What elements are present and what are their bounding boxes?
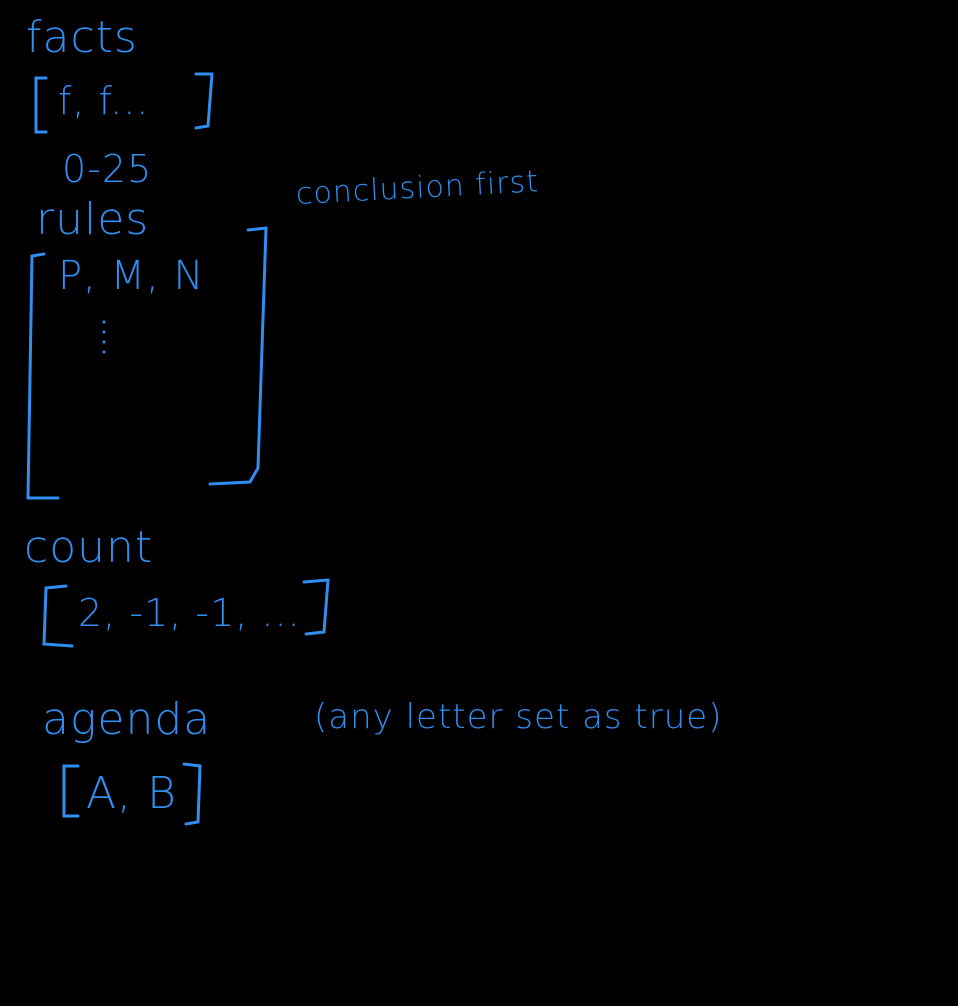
count-bracket-right [302,578,330,636]
agenda-array-values: A, B [86,768,177,819]
count-bracket-left [42,584,74,648]
count-label: count [24,522,154,573]
facts-array-values: f, f... [58,79,150,123]
facts-range: 0-25 [62,147,153,191]
agenda-label: agenda [42,694,212,745]
facts-bracket-left [34,76,48,134]
rules-first-row: P, M, N [58,253,205,299]
rules-label: rules [36,194,150,245]
agenda-bracket-left [62,764,80,818]
agenda-bracket-right [182,762,202,826]
agenda-note: (any letter set as true) [314,697,723,737]
rules-vertical-dots [102,320,106,354]
facts-bracket-right [194,72,214,130]
rules-note: conclusion first [295,164,540,212]
facts-label: facts [26,12,138,63]
count-array-values: 2, -1, -1, ... [78,591,301,635]
rules-bracket-right [208,226,268,486]
rules-bracket-left [26,252,60,500]
